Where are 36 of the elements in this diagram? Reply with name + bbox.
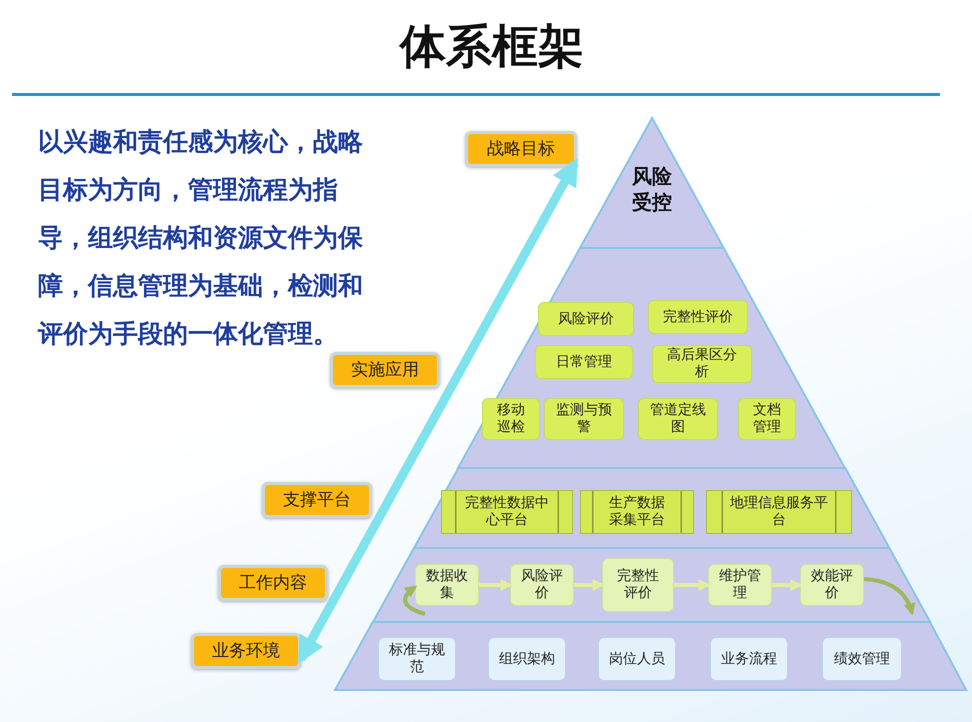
- layer-label: 支撑平台: [262, 482, 372, 518]
- arrow: [772, 579, 802, 591]
- arrow: [674, 579, 710, 591]
- loop-arrow: [864, 577, 915, 616]
- double-arrow: [297, 158, 579, 664]
- process-box: 维护管理: [708, 564, 772, 606]
- function-box: 风险评价: [538, 302, 634, 336]
- layer-label: 工作内容: [218, 565, 328, 601]
- platform-box: 地理信息服务平台: [706, 490, 852, 534]
- arrow: [479, 579, 512, 591]
- function-box: 完整性评价: [648, 300, 748, 334]
- environment-box: 组织架构: [488, 637, 566, 681]
- platform-box: 完整性数据中心平台: [440, 490, 573, 534]
- intro-paragraph: 以兴趣和责任感为核心，战略目标为方向，管理流程为指导，组织结构和资源文件为保障，信息管理为基础，检测和评价为手段的一体化管理。: [38, 126, 364, 350]
- process-box: 完整性评价: [602, 558, 674, 612]
- function-box: 监测与预警: [544, 398, 624, 440]
- layer-label: 战略目标: [465, 131, 577, 167]
- function-box: 管道定线图: [638, 398, 718, 440]
- environment-box: 标准与规范: [378, 637, 456, 681]
- band-label: 风险受控: [630, 163, 673, 215]
- function-box: 移动巡检: [482, 398, 540, 440]
- function-box: 高后果区分析: [652, 345, 752, 383]
- layer-label: 实施应用: [330, 352, 440, 388]
- arrow: [574, 579, 604, 591]
- slide-title: 体系框架: [400, 18, 584, 74]
- function-box: 文档管理: [738, 398, 796, 440]
- environment-box: 绩效管理: [822, 637, 902, 681]
- environment-box: 业务流程: [710, 637, 788, 681]
- function-box: 日常管理: [534, 345, 633, 379]
- process-box: 效能评价: [800, 564, 864, 606]
- process-box: 风险评价: [510, 564, 574, 606]
- process-box: 数据收集: [414, 564, 479, 606]
- platform-box: 生产数据采集平台: [580, 490, 694, 534]
- environment-box: 岗位人员: [598, 637, 676, 681]
- loop-arrow: [403, 585, 426, 616]
- layer-label: 业务环境: [191, 633, 301, 669]
